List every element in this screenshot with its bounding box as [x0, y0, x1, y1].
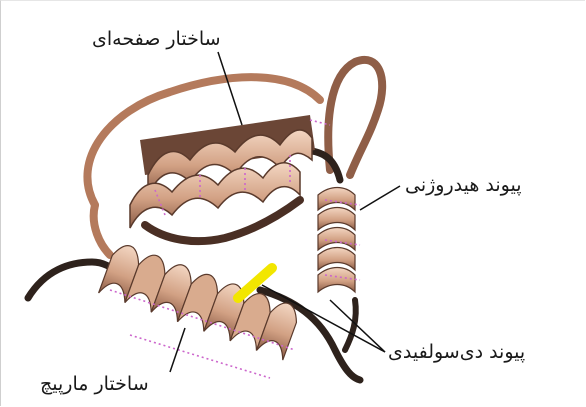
leader-sheet [218, 52, 242, 125]
loop-left-down [94, 205, 110, 255]
label-hydrogen-bond: پیوند هیدروژنی [405, 176, 522, 195]
label-sheet-structure: ساختار صفحه‌ای [92, 30, 221, 49]
loop-right-bottom [345, 300, 356, 350]
loop-right-hairpin [328, 60, 382, 175]
leader-helix [170, 328, 185, 372]
label-helix-structure: ساختار مارپیچ [40, 375, 149, 394]
leader-hbond [360, 186, 400, 210]
label-disulfide-bond: پیوند دی‌سولفیدی [388, 343, 525, 362]
sheet-structure [130, 115, 315, 241]
bottom-helix [99, 241, 302, 360]
